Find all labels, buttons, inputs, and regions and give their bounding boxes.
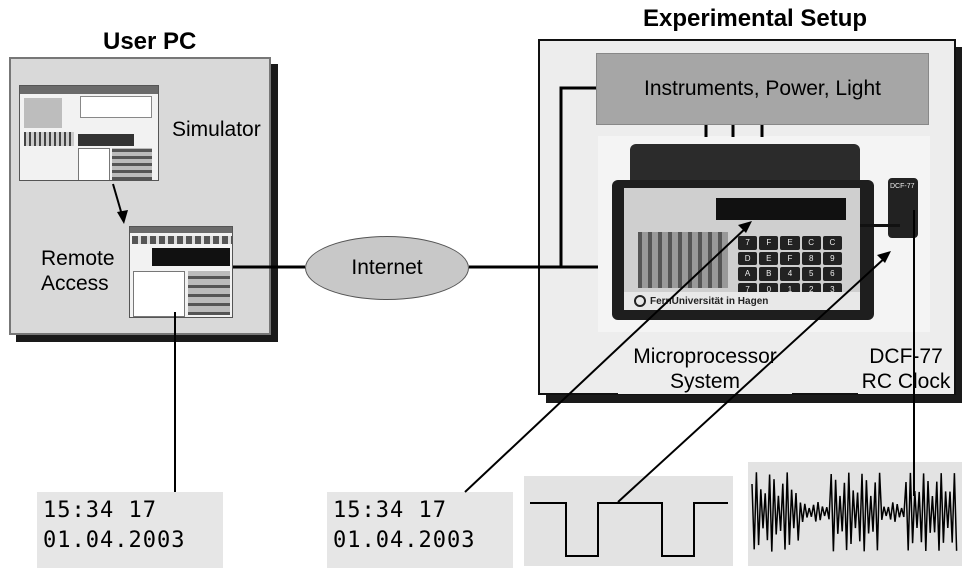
device-display xyxy=(716,198,846,220)
remote-label-line1: Remote xyxy=(41,247,115,270)
dcf-clock-label: DCF-77 RC Clock xyxy=(858,344,954,394)
keypad-key: E xyxy=(759,251,779,265)
dcf-line2: RC Clock xyxy=(861,370,951,393)
internet-label: Internet xyxy=(351,256,423,279)
arrow-head-icon xyxy=(738,221,752,233)
rf-wave-signal xyxy=(751,472,958,552)
keypad-key: B xyxy=(759,267,779,281)
lcd-time: 15:34 17 xyxy=(43,498,157,523)
keypad-key: 5 xyxy=(801,267,821,281)
keypad-key: C xyxy=(801,236,821,250)
square-wave-signal xyxy=(530,502,728,557)
square-wave-pointer xyxy=(617,255,888,503)
simulator-to-remote-arrow xyxy=(112,183,123,216)
lcd-date: 01.04.2003 xyxy=(333,528,476,553)
keypad-key: E xyxy=(780,236,800,250)
keypad-key: 8 xyxy=(801,251,821,265)
arrow-head-icon xyxy=(117,210,128,224)
internet-cloud: Internet xyxy=(305,236,469,300)
square-wave-box xyxy=(524,476,733,566)
instruments-box: Instruments, Power, Light xyxy=(596,53,929,125)
micro-line1: Microprocessor xyxy=(633,345,777,368)
dcf-line1: DCF-77 xyxy=(869,345,943,368)
keypad-key: 6 xyxy=(822,267,842,281)
lcd-display-device: 15:34 17 01.04.2003 xyxy=(327,492,513,568)
instruments-bracket-line xyxy=(559,86,596,267)
remote-label-line2: Access xyxy=(41,272,109,295)
keypad-key: F xyxy=(780,251,800,265)
setup-title: Experimental Setup xyxy=(643,5,868,32)
keypad-key: A xyxy=(738,267,758,281)
simulator-screenshot xyxy=(19,85,159,181)
user-pc-title: User PC xyxy=(103,28,197,55)
keypad-key: D xyxy=(738,251,758,265)
remote-access-screenshot xyxy=(129,226,233,318)
keypad-key: C xyxy=(822,236,842,250)
university-logo-icon xyxy=(634,295,646,307)
instruments-label: Instruments, Power, Light xyxy=(644,77,881,100)
keypad-key: 9 xyxy=(822,251,842,265)
simulator-label: Simulator xyxy=(172,118,261,141)
lcd-date: 01.04.2003 xyxy=(43,528,186,553)
keypad-key: 4 xyxy=(780,267,800,281)
micro-line2: System xyxy=(669,370,740,393)
lcd-display-pc: 15:34 17 01.04.2003 xyxy=(37,492,223,568)
device-lcd-pointer xyxy=(464,225,749,493)
keypad-key: F xyxy=(759,236,779,250)
arrow-head-icon xyxy=(877,251,891,263)
remote-access-label: Remote Access xyxy=(41,246,115,296)
lcd-time: 15:34 17 xyxy=(333,498,447,523)
university-label: FernUniversität in Hagen xyxy=(650,296,769,307)
keypad-key: 7 xyxy=(738,236,758,250)
dcf-module-label: DCF-77 xyxy=(890,183,915,190)
